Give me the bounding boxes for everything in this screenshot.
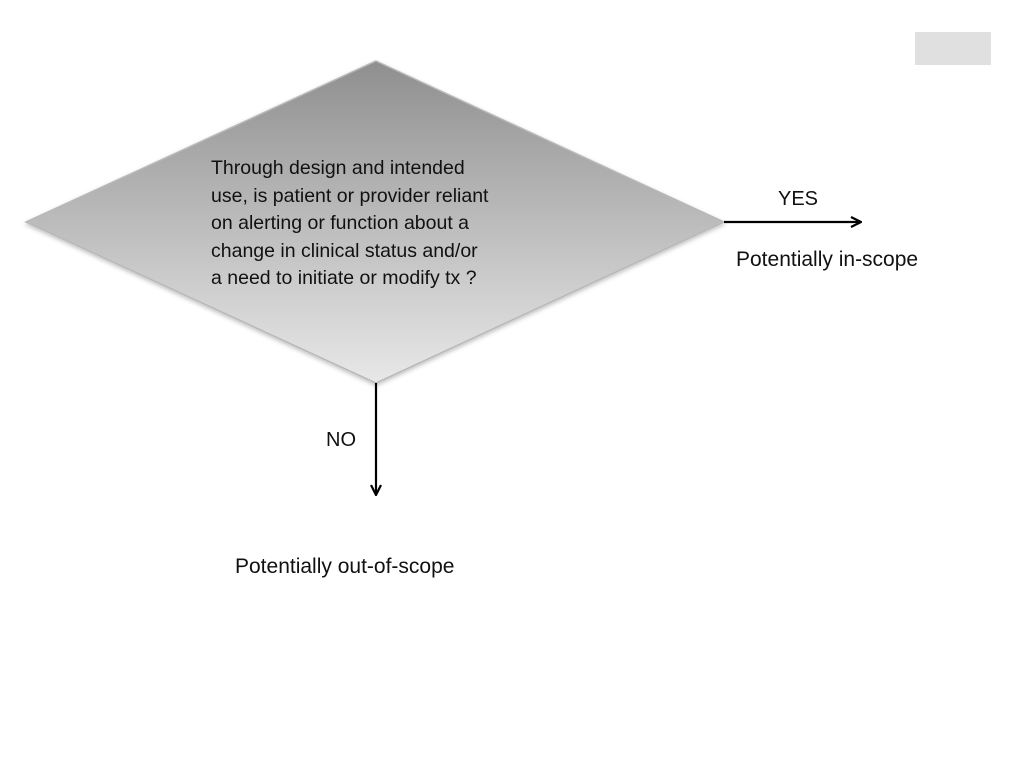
outcome-out-of-scope: Potentially out-of-scope	[235, 555, 455, 578]
corner-placeholder-box	[915, 32, 991, 65]
decision-question: Through design and intended use, is pati…	[211, 155, 551, 293]
question-line: change in clinical status and/or	[211, 239, 478, 262]
no-label: NO	[326, 429, 356, 451]
yes-label: YES	[778, 188, 819, 210]
outcome-in-scope: Potentially in-scope	[736, 248, 919, 271]
question-line: on alerting or function about a	[211, 212, 470, 234]
question-line: a need to initiate or modify tx ?	[211, 267, 477, 289]
question-line: use, is patient or provider reliant	[211, 184, 489, 207]
question-line: Through design and intended	[211, 157, 465, 179]
